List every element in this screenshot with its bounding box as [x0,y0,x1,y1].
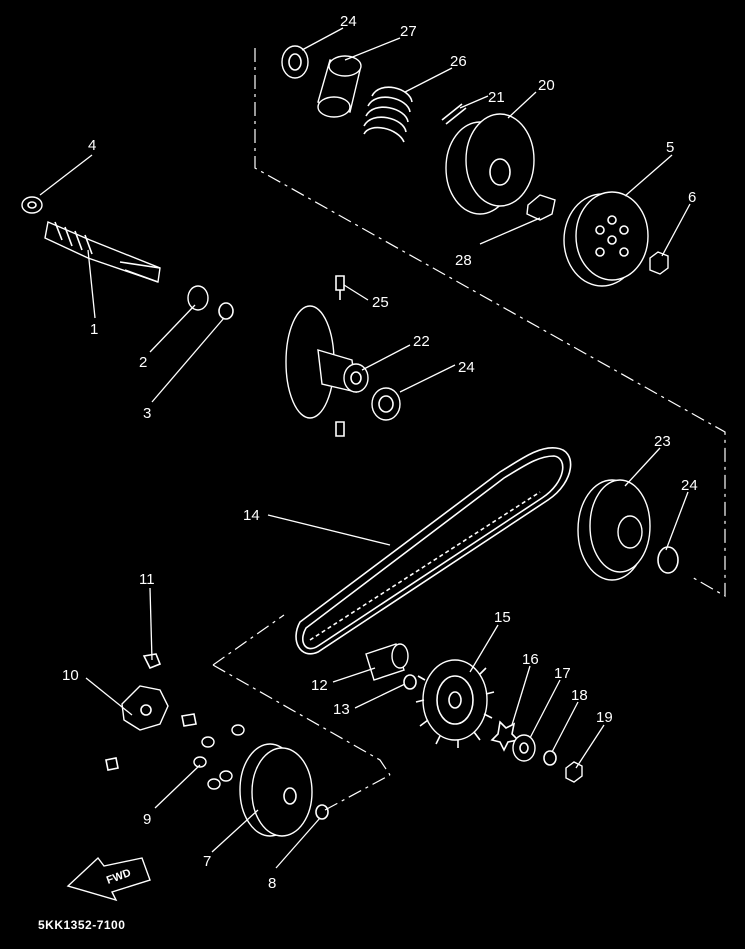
label-part-4: 4 [88,137,96,154]
spring-27-shape [363,86,413,143]
seal-24-top-shape [281,45,309,79]
label-part-12: 12 [311,677,328,694]
label-part-21: 21 [488,89,505,106]
washer-13-shape [403,674,417,690]
label-part-7: 7 [203,853,211,870]
rollers-9-shape [193,724,245,790]
pulley-22-shape [285,305,369,419]
label-part-18: 18 [571,687,588,704]
assembly-frame-lines [212,48,726,811]
cam-10-shape [121,685,169,731]
label-part-1: 1 [90,321,98,338]
label-part-19: 19 [596,709,613,726]
bearing-4-shape [21,196,43,214]
nut-29-shape [526,194,556,221]
label-part-9: 9 [143,811,151,828]
washer-18-shape [543,750,557,766]
label-part-11: 11 [139,571,155,588]
nut-6-shape [649,251,669,275]
slider-mid-shape [181,713,197,727]
collar-12-shape [365,643,409,681]
label-part-23: 23 [654,433,671,450]
seal-24-mid-shape [371,387,401,421]
label-part-15: 15 [494,609,511,626]
label-part-27: 26 [450,53,467,70]
label-part-17: 17 [554,665,571,682]
leader-lines [39,27,691,869]
spacer-8-shape [315,804,329,820]
label-part-22: 22 [413,333,430,350]
circlip-25-shape [657,546,679,574]
label-part-6: 6 [688,189,696,206]
slider-lower-shape [105,757,119,771]
clutch-20-shape [445,113,535,215]
fwd-arrow-icon: FWD [66,856,151,902]
label-part-14: 14 [243,507,260,524]
sheave-7-shape [239,743,313,837]
label-part-2: 2 [139,354,147,371]
reference-code: 5KK1352-7100 [38,918,126,932]
bolt-lower-shape [335,421,345,437]
belt-14-shape [295,447,572,655]
part-number-labels: 4 1 2 3 24 27 26 21 20 5 6 28 25 22 24 2… [62,13,698,892]
label-part-8: 8 [268,875,276,892]
collar-28-shape [317,55,362,118]
pin-21-shape [441,103,467,125]
bearing-2-shape [187,285,209,311]
label-part-16: 16 [522,651,539,668]
label-part-20: 20 [538,77,555,94]
nut-19-shape [565,761,583,783]
label-part-29: 28 [455,252,472,269]
label-part-3: 3 [143,405,151,422]
ratchet-17-shape [512,734,536,762]
label-part-25: 24 [681,477,698,494]
shaft-1-shape [44,221,161,283]
part-shapes: FWD [21,45,679,902]
label-part-24-top: 24 [340,13,357,30]
bolt-26-shape [335,275,345,300]
label-part-24-mid: 24 [458,359,475,376]
fan-15-shape [415,659,495,748]
label-part-13: 13 [333,701,350,718]
sheave-23-shape [577,479,651,581]
label-part-10: 10 [62,667,79,684]
clutch-housing-5-shape [563,191,649,287]
ring-3-shape [218,302,234,320]
label-part-26: 25 [372,294,389,311]
label-part-5: 5 [666,139,674,156]
label-part-28: 27 [400,23,417,40]
washer-16-shape [490,720,520,752]
